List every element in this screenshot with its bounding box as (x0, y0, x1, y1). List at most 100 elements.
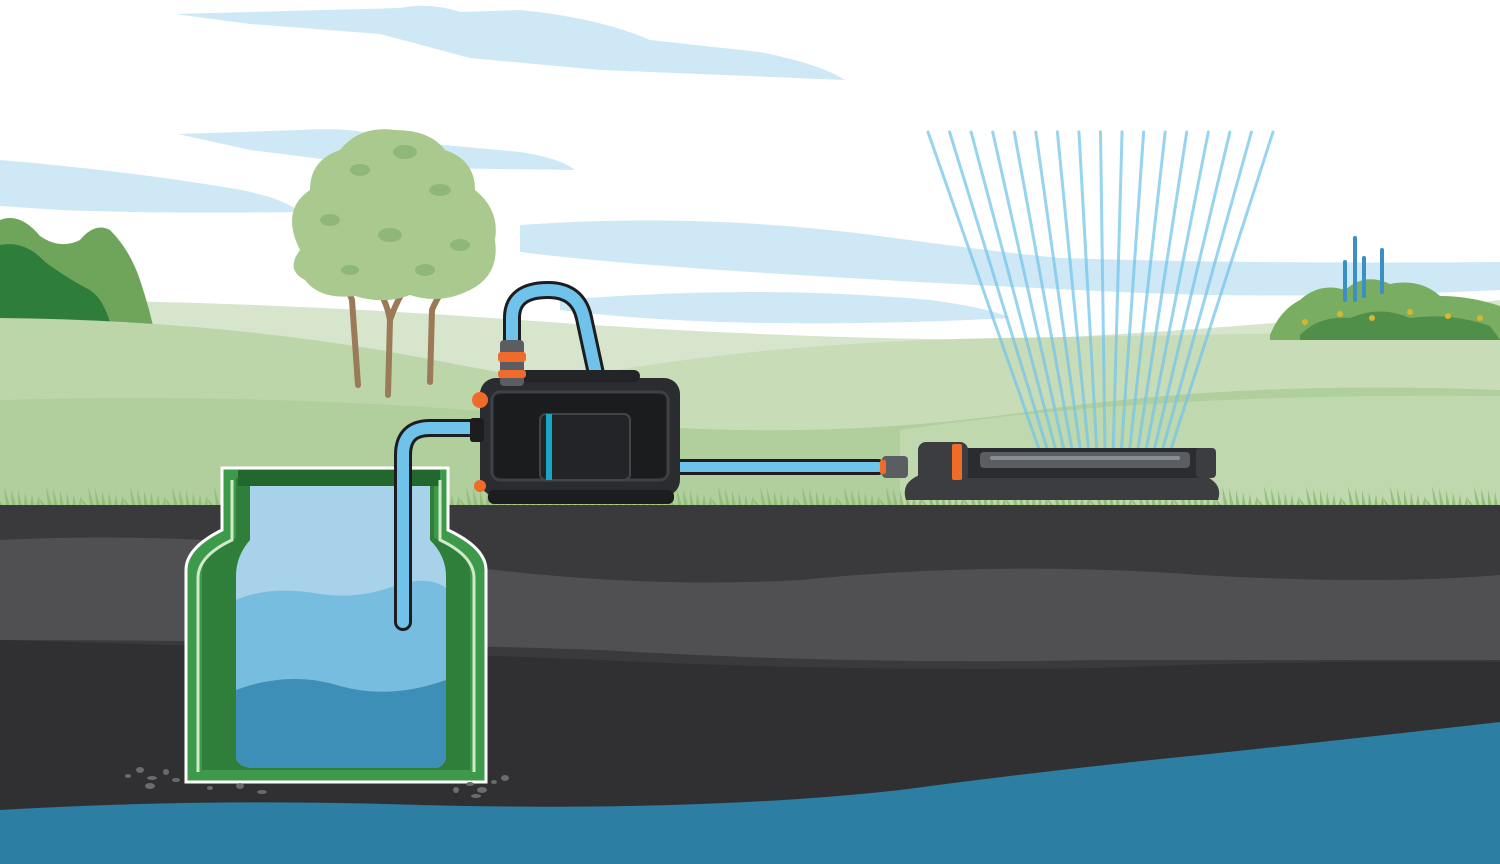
grass-blade (1278, 490, 1282, 506)
grass-blade (1264, 486, 1270, 506)
grass-blade (207, 498, 214, 506)
grass-blade (851, 488, 856, 506)
grass-blade (1338, 496, 1342, 506)
leaf-patch (350, 164, 370, 176)
grass-blade (88, 486, 94, 506)
pump-top-handle (520, 370, 640, 382)
grass-blade (53, 488, 58, 506)
grass-blade (1332, 494, 1336, 506)
grass-blade (456, 496, 460, 506)
grass-blade (744, 494, 748, 506)
pebble (147, 776, 157, 780)
cloud-top (175, 5, 845, 80)
tank-water-deep (236, 678, 446, 768)
grass-blade (1348, 486, 1354, 506)
grass-blade (1257, 498, 1264, 506)
grass-blade (192, 492, 196, 506)
leaf-patch (429, 184, 451, 196)
grass-blade (809, 488, 814, 506)
grass-blade (1425, 498, 1432, 506)
grass-blade (676, 486, 682, 506)
pebble (145, 783, 155, 789)
leaf-patch (415, 264, 435, 276)
grass-blade (24, 492, 28, 506)
grass-blade (1481, 488, 1486, 506)
sprinkler-coupling (882, 456, 908, 478)
leaf-patch (341, 265, 359, 275)
grass-blade (11, 488, 16, 506)
grass-blade (0, 501, 4, 506)
grass-blade (683, 488, 688, 506)
grass-blade (1452, 492, 1456, 506)
grass-blade (792, 496, 796, 506)
tree-canopy (292, 129, 496, 301)
grass-blade (1464, 496, 1468, 506)
discharge-hose-body (672, 462, 884, 472)
outlet-hose-body (506, 283, 612, 426)
cloud-band-right (520, 220, 1500, 296)
grass-blade (204, 496, 208, 506)
grass-blade (1296, 496, 1300, 506)
grass-blade (718, 486, 724, 506)
grass-blade (844, 486, 850, 506)
pebble (207, 786, 213, 790)
tree-leaf-patches (320, 145, 470, 276)
grass-blade (123, 498, 130, 506)
grass-blade (1284, 492, 1288, 506)
flower-bush-shadow (1300, 311, 1500, 340)
grass-blade (39, 498, 46, 506)
grass-blade (753, 498, 760, 506)
grass-blade (78, 496, 82, 506)
grass-blade (767, 488, 772, 506)
grass-blade (198, 494, 202, 506)
grass-blade (834, 496, 838, 506)
grass-blade (1416, 494, 1420, 506)
grass-blade (95, 488, 100, 506)
grass-blade (1222, 486, 1228, 506)
yellow-flower (1445, 313, 1451, 319)
grass-blade (1229, 488, 1234, 506)
grass-blade (1313, 488, 1318, 506)
water-jet (1144, 130, 1210, 454)
water-jet (1055, 130, 1091, 454)
grass-blade (795, 498, 802, 506)
grass-blade (1494, 492, 1498, 506)
grass-blade (214, 486, 220, 506)
grass-blade (60, 490, 64, 506)
leaf-patch (450, 239, 470, 251)
grass-blade (858, 490, 862, 506)
grass-blade (893, 488, 898, 506)
grass-blade (1422, 496, 1426, 506)
water-jet (1034, 130, 1083, 454)
grass-blade (1299, 498, 1306, 506)
water-jet (1111, 130, 1124, 454)
grass-blade (162, 496, 166, 506)
pebble (501, 775, 509, 781)
grass-blade (802, 486, 808, 506)
grass-blade (1380, 496, 1384, 506)
grass-blade (459, 498, 466, 506)
grass-blade (690, 490, 694, 506)
grass-blade (738, 492, 742, 506)
pump-orange-knob (472, 392, 488, 408)
grass-blade (137, 488, 142, 506)
pump-drain-plug (474, 480, 486, 492)
grass-blade (1410, 492, 1414, 506)
grass-blade (1404, 490, 1408, 506)
coupling-orange-ring (498, 370, 526, 378)
grass-blade (18, 490, 22, 506)
grass-blade (750, 496, 754, 506)
grass-blade (696, 492, 700, 506)
leaf-patch (320, 214, 340, 226)
grass-blade (900, 490, 904, 506)
leaf-patch (378, 228, 402, 242)
water-jet (1077, 130, 1099, 454)
grass-blade (708, 496, 712, 506)
grass-blade (150, 492, 154, 506)
pump-front-window (539, 413, 631, 481)
grass-blade (780, 492, 784, 506)
grass-blade (1383, 498, 1390, 506)
clouds (0, 5, 1500, 324)
grass-blade (786, 494, 790, 506)
